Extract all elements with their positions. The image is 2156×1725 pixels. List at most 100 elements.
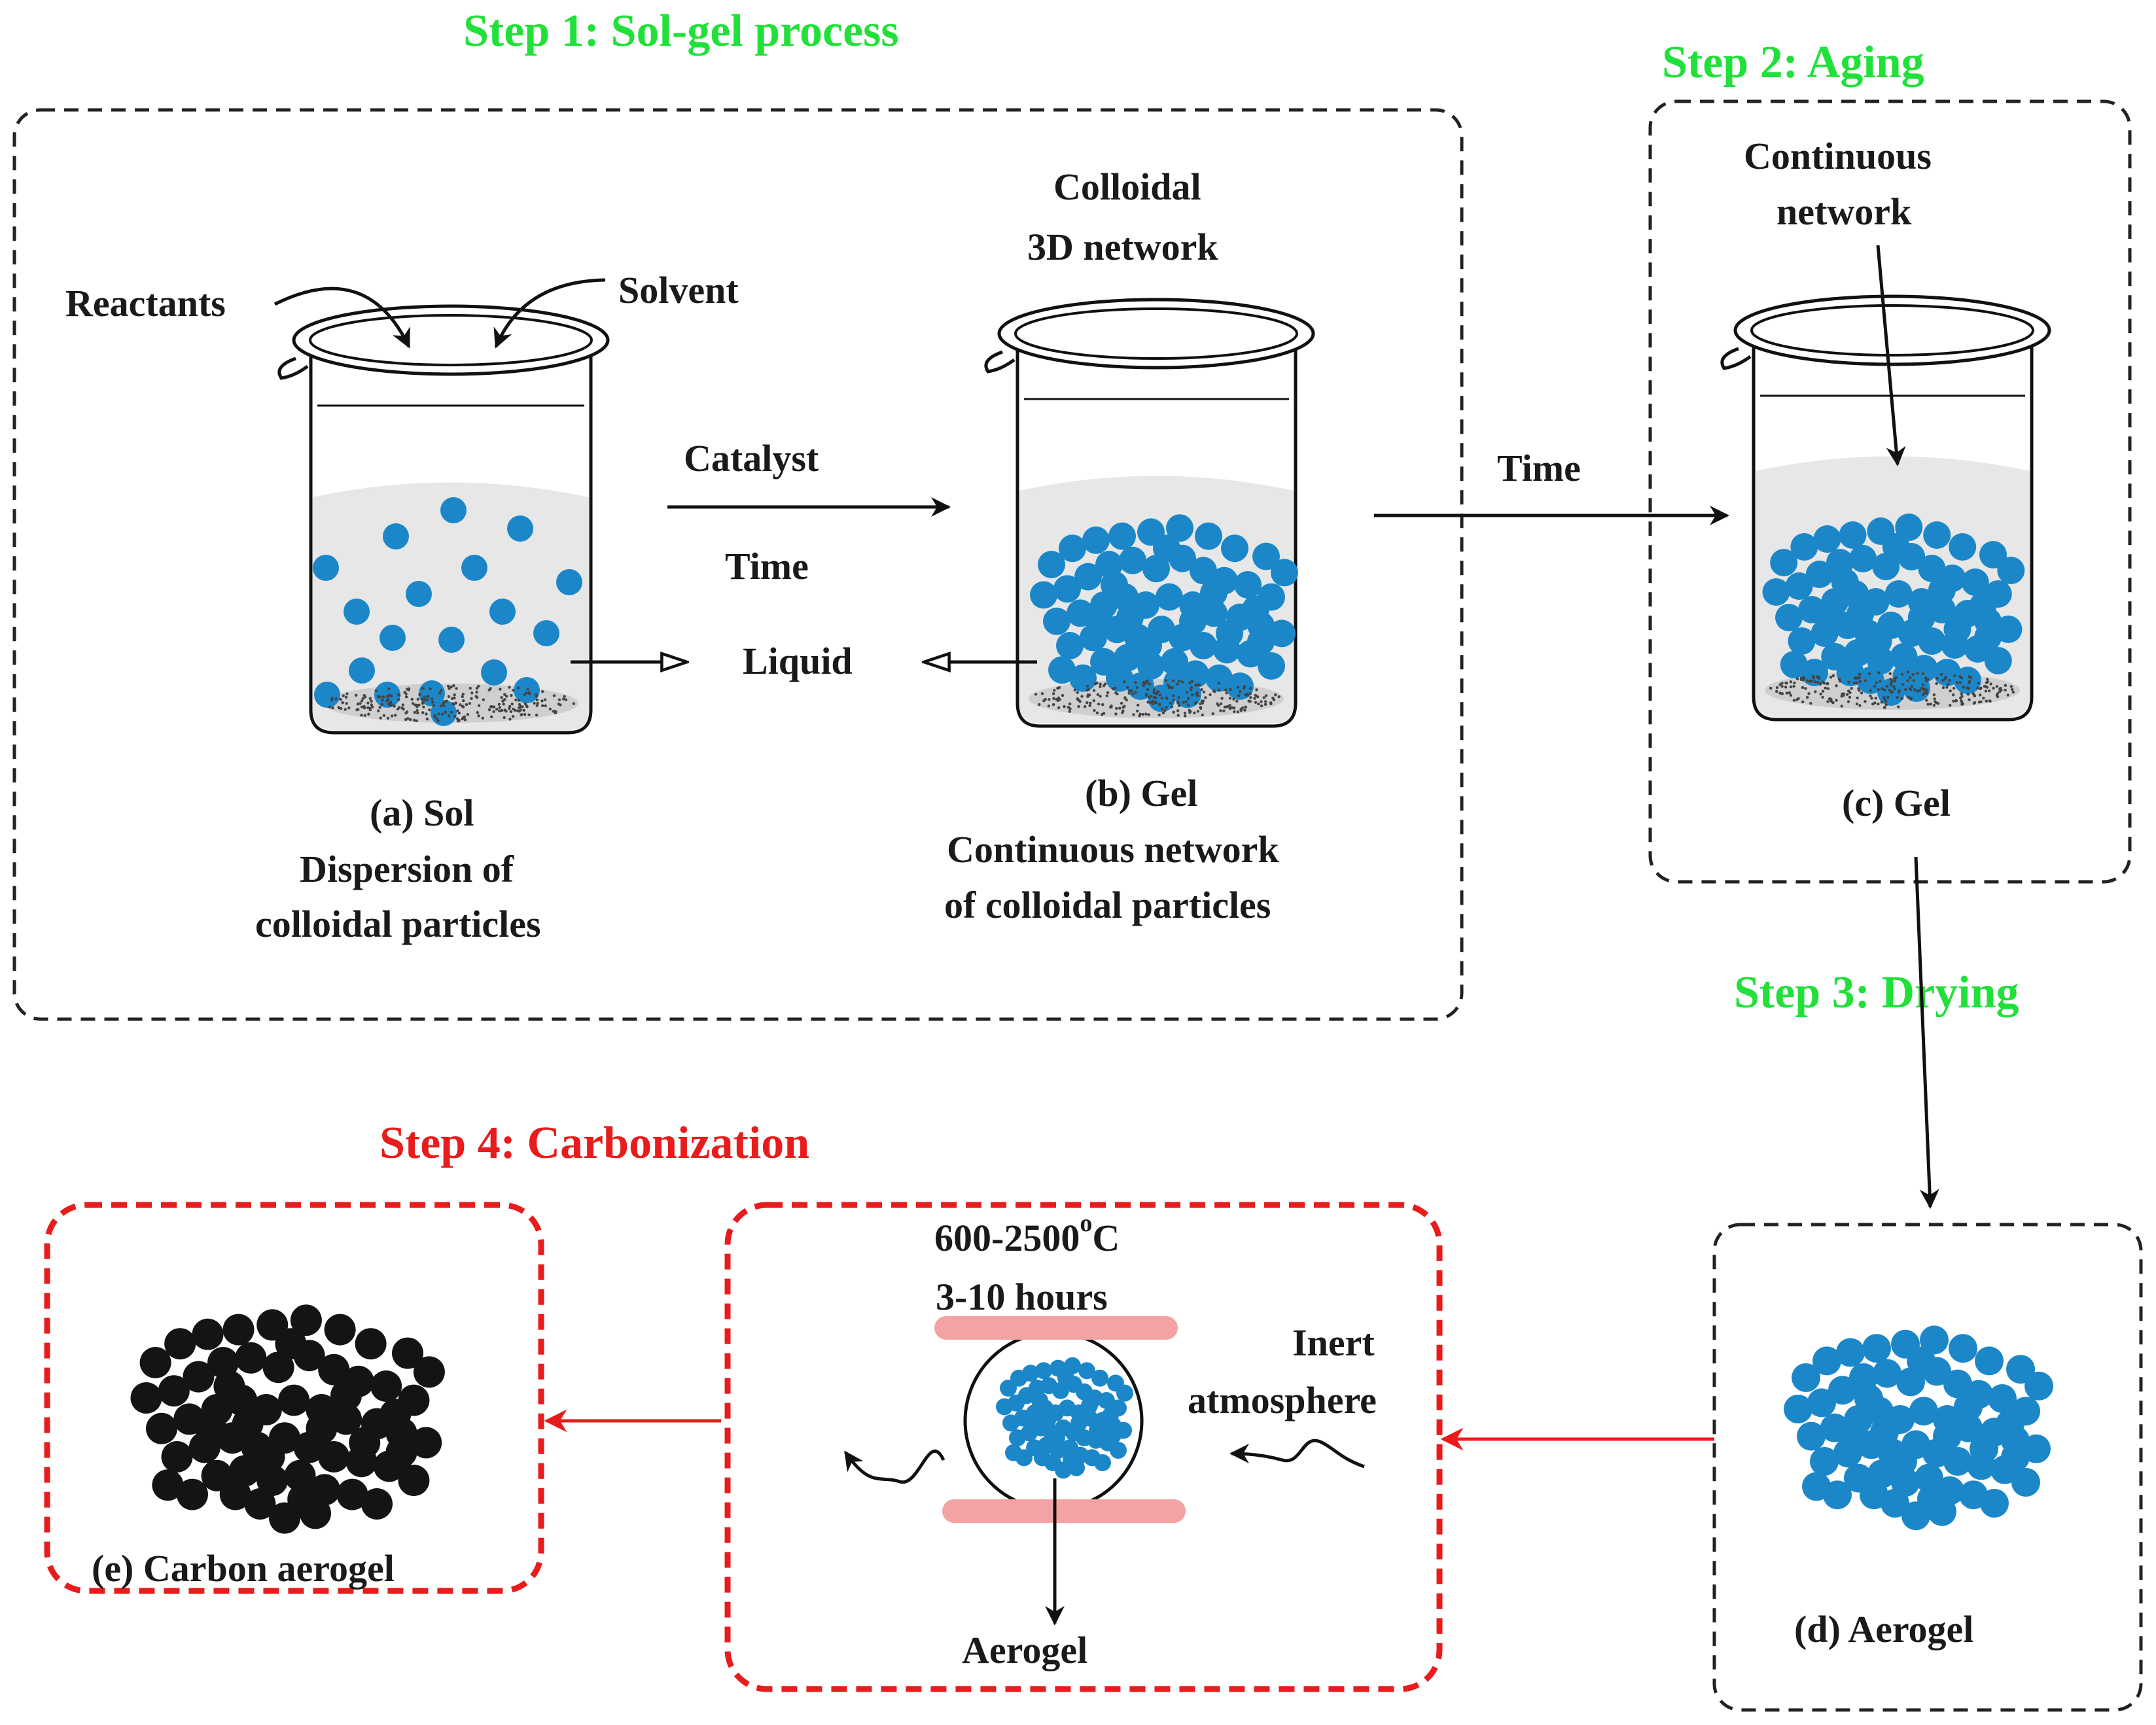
- particle: [1920, 1325, 1949, 1355]
- particle: [1888, 1447, 1917, 1476]
- particle: [406, 581, 432, 607]
- particle: [1997, 557, 2025, 584]
- particle: [1271, 559, 1298, 587]
- particle: [1190, 557, 1217, 585]
- particle: [1988, 1384, 2017, 1413]
- time-label-2: Time: [1497, 447, 1581, 489]
- caption-a-2: Dispersion of: [300, 848, 514, 890]
- liquid-label: Liquid: [743, 640, 853, 682]
- reactants-label: Reactants: [65, 282, 226, 324]
- caption-b-1: (b) Gel: [1085, 772, 1197, 814]
- particle: [290, 1304, 322, 1336]
- particle: [1059, 534, 1086, 563]
- caption-e: (e) Carbon aerogel: [92, 1547, 395, 1590]
- particle: [275, 1328, 307, 1360]
- particle: [1918, 627, 1946, 655]
- particle: [1069, 664, 1097, 692]
- particle: [1022, 1365, 1039, 1382]
- particle: [1205, 664, 1233, 692]
- particle: [1116, 603, 1144, 631]
- particle: [1135, 632, 1162, 659]
- particle: [1943, 1447, 1972, 1476]
- particle: [1807, 1388, 1836, 1418]
- particle: [287, 1483, 319, 1515]
- particle: [139, 1347, 171, 1378]
- drying-arrow: [1914, 856, 1939, 1209]
- particle: [330, 1403, 362, 1435]
- particle: [1057, 1369, 1074, 1387]
- particle: [1788, 627, 1816, 655]
- solvent-label: Solvent: [618, 269, 739, 311]
- particle: [164, 1328, 196, 1360]
- particle: [324, 1314, 356, 1346]
- particle: [1137, 652, 1165, 680]
- particle: [1035, 1362, 1052, 1380]
- particle: [1949, 533, 1977, 561]
- particle: [146, 1412, 177, 1444]
- particle: [344, 599, 370, 625]
- particle: [228, 1455, 260, 1487]
- particle: [1805, 561, 1833, 588]
- particle: [195, 1412, 227, 1444]
- particle: [161, 1441, 193, 1472]
- step1-frame: [12, 108, 1464, 1021]
- sediment: [1034, 679, 1281, 718]
- particle: [1923, 521, 1951, 549]
- particle: [158, 1375, 190, 1407]
- particle: [1943, 616, 1971, 643]
- atmosphere-label: atmosphere: [1188, 1379, 1377, 1421]
- exhaust-arrow: [843, 1449, 945, 1484]
- particle: [130, 1382, 162, 1414]
- particle: [1258, 652, 1285, 680]
- particle: [207, 1347, 239, 1378]
- particle: [1030, 581, 1057, 609]
- heater-top: [934, 1316, 1178, 1340]
- particle: [1784, 1395, 1812, 1423]
- particle: [318, 1353, 350, 1385]
- step3-frame: [1712, 1223, 2143, 1712]
- particle: [438, 627, 465, 653]
- particle: [1984, 647, 2012, 674]
- inert-label: Inert: [1292, 1321, 1375, 1364]
- network-3d-label: 3D network: [1027, 226, 1218, 268]
- particle: [1907, 604, 1935, 631]
- particle: [349, 1427, 381, 1459]
- particle: [1775, 604, 1803, 631]
- particle: [1034, 1449, 1051, 1467]
- particle: [1078, 1362, 1095, 1380]
- particle: [1247, 627, 1275, 655]
- caption-b-2: Continuous network: [947, 828, 1279, 871]
- particle: [1105, 1427, 1122, 1444]
- particle: [1200, 579, 1228, 607]
- particle: [1797, 1421, 1826, 1451]
- particle: [1949, 1334, 1977, 1363]
- particle: [1082, 526, 1110, 554]
- particle: [330, 1380, 362, 1412]
- particle: [556, 569, 582, 595]
- particle: [253, 1441, 285, 1472]
- particle: [1961, 568, 1989, 596]
- particle: [2006, 1355, 2035, 1384]
- particle: [1085, 607, 1112, 635]
- beaker-sol: [277, 304, 610, 735]
- particle: [1839, 521, 1867, 549]
- particle: [1915, 1463, 1943, 1493]
- particle: [213, 1370, 245, 1402]
- particle: [1839, 1421, 1867, 1451]
- particle: [1038, 551, 1065, 578]
- caption-a-3: colloidal particles: [255, 903, 541, 945]
- particle: [507, 515, 533, 542]
- particle: [1161, 648, 1188, 676]
- particle: [1005, 1444, 1022, 1461]
- step4-title: Step 4: Carbonization: [380, 1118, 809, 1168]
- particle: [2024, 1371, 2053, 1401]
- particle: [318, 1441, 350, 1472]
- particle: [1094, 1454, 1111, 1471]
- particle: [1816, 604, 1844, 631]
- particle: [1234, 571, 1262, 599]
- particle: [1252, 542, 1280, 570]
- step1-title: Step 1: Sol-gel process: [463, 6, 899, 56]
- aerogel-out-label: Aerogel: [962, 1629, 1087, 1671]
- particle: [284, 1459, 316, 1491]
- particle: [1849, 545, 1877, 572]
